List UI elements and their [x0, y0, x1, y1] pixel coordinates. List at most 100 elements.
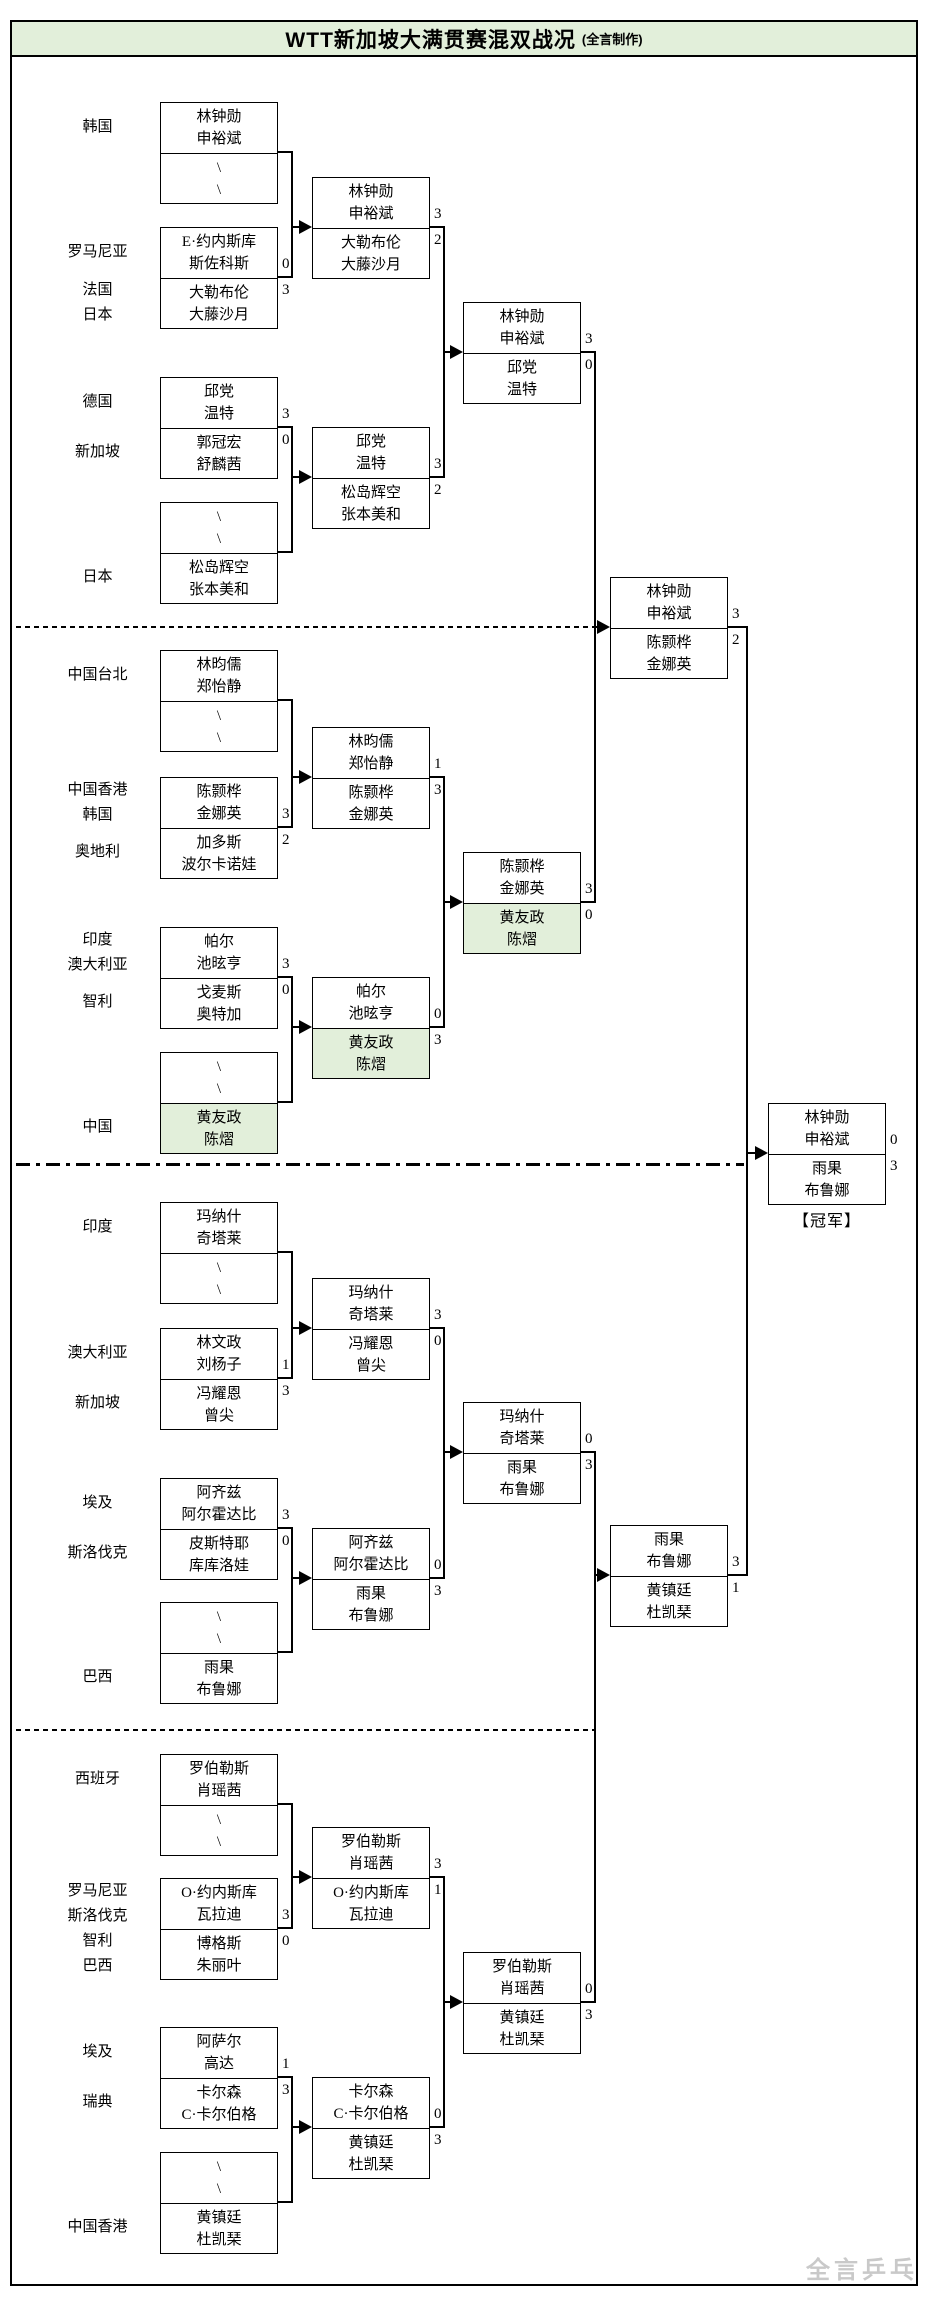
connector-arrow — [597, 620, 610, 634]
country-label-line: 智利 — [82, 1933, 113, 1949]
team-name-line: 杜凯琹 — [499, 2031, 545, 2048]
connector-line — [429, 1026, 444, 1028]
team-name-line: \ — [216, 2181, 222, 2197]
team-cell: 冯耀恩曾尖 — [161, 1379, 277, 1429]
score: 3 — [282, 1383, 290, 1399]
country-label: 埃及 — [25, 1491, 170, 1516]
connector-arrow — [299, 220, 312, 234]
score: 3 — [434, 206, 442, 222]
score: 3 — [282, 1507, 290, 1523]
team-name-line: 帕尔 — [203, 934, 234, 950]
team-name-line: 阿尔霍达比 — [181, 1507, 257, 1523]
team-cell: 林钟勋申裕斌 — [313, 178, 429, 228]
connector-arrow — [299, 1571, 312, 1585]
match-p14: O·约内斯库瓦拉迪博格斯朱丽叶 — [160, 1878, 278, 1980]
team-cell: 林钟勋申裕斌 — [769, 1104, 885, 1154]
team-cell: 林钟勋申裕斌 — [464, 303, 580, 353]
team-name-line: 郑怡静 — [348, 756, 394, 772]
team-name-line: 杜凯琹 — [196, 2231, 242, 2248]
connector-line — [277, 699, 292, 701]
connector-line — [277, 276, 292, 278]
team-name-line: 黄镇廷 — [196, 2209, 242, 2226]
watermark: 全言乒乓 — [806, 2257, 918, 2284]
team-name-line: 陈熠 — [506, 931, 537, 948]
score: 3 — [282, 956, 290, 972]
connector-line — [291, 976, 293, 1103]
connector-line — [594, 1574, 598, 1576]
connector-line — [291, 1327, 300, 1329]
team-name-line: 温特 — [506, 381, 537, 398]
connector-line — [746, 626, 748, 1576]
team-name-line: 温特 — [203, 406, 234, 422]
team-cell: 罗伯勒斯肖瑶茜 — [464, 1953, 580, 2003]
score: 0 — [585, 1431, 593, 1447]
country-label: 法国日本 — [25, 278, 170, 328]
match-r2m6: 阿齐兹阿尔霍达比雨果布鲁娜 — [312, 1528, 430, 1630]
match-p16: \\黄镇廷杜凯琹 — [160, 2152, 278, 2254]
connector-line — [291, 1803, 293, 1929]
team-cell: 陈颢桦金娜英 — [161, 778, 277, 828]
score: 3 — [282, 282, 290, 298]
team-name-line: \ — [216, 729, 222, 746]
team-name-line: 邱党 — [355, 434, 386, 450]
country-label: 巴西 — [25, 1665, 170, 1690]
country-label-line: 澳大利亚 — [67, 1345, 128, 1361]
team-name-line: 布鲁娜 — [196, 1681, 242, 1698]
connector-arrow — [450, 1445, 463, 1459]
country-label-line: 罗马尼亚 — [67, 244, 128, 260]
title-bar: WTT新加坡大满贯赛混双战况 (全言制作) — [10, 20, 918, 57]
score: 3 — [282, 2082, 290, 2098]
country-label: 德国 — [25, 390, 170, 415]
connector-line — [443, 901, 451, 903]
team-name-line: 黄友政 — [196, 1109, 242, 1126]
country-label-line: 法国 — [82, 282, 113, 298]
team-cell: 黄镇廷杜凯琹 — [611, 1576, 727, 1626]
connector-arrow — [299, 1020, 312, 1034]
country-label-line: 日本 — [82, 569, 113, 585]
team-cell: 陈颢桦金娜英 — [611, 628, 727, 678]
team-cell: 雨果布鲁娜 — [464, 1453, 580, 1503]
team-name-line: 帕尔 — [355, 984, 386, 1000]
title-credit: (全言制作) — [581, 32, 643, 47]
team-name-line: 奥特加 — [196, 1006, 242, 1023]
connector-line — [443, 1327, 445, 1579]
team-name-line: 斯佐科斯 — [188, 256, 249, 272]
country-label-line: 中国香港 — [67, 2219, 128, 2235]
team-name-line: 曾尖 — [203, 1407, 234, 1424]
team-name-line: 杜凯琹 — [348, 2156, 394, 2173]
match-p12: \\雨果布鲁娜 — [160, 1602, 278, 1704]
team-name-line: 雨果 — [203, 1659, 234, 1676]
score: 3 — [282, 406, 290, 422]
country-label-line: 罗马尼亚 — [67, 1883, 128, 1899]
score: 3 — [434, 782, 442, 798]
connector-arrow — [299, 1321, 312, 1335]
connector-line — [277, 976, 292, 978]
score: 0 — [434, 1557, 442, 1573]
country-label: 中国香港韩国 — [25, 778, 170, 828]
match-r2m5: 玛纳什奇塔莱冯耀恩曾尖 — [312, 1278, 430, 1380]
score: 3 — [890, 1158, 898, 1174]
team-cell: 林昀儒郑怡静 — [313, 728, 429, 778]
team-name-line: 陈熠 — [203, 1131, 234, 1148]
team-name-line: 库库洛娃 — [188, 1557, 249, 1574]
team-name-line: 林文政 — [196, 1335, 242, 1351]
connector-arrow — [299, 470, 312, 484]
team-name-line: 布鲁娜 — [804, 1182, 850, 1199]
team-cell: 雨果布鲁娜 — [769, 1154, 885, 1204]
team-cell: 雨果布鲁娜 — [161, 1653, 277, 1703]
team-name-line: 黄友政 — [348, 1034, 394, 1051]
team-name-line: 金娜英 — [196, 806, 242, 822]
bye-cell: \\ — [161, 1805, 277, 1855]
country-label: 智利巴西 — [25, 1929, 170, 1979]
team-name-line: 戈麦斯 — [196, 984, 242, 1001]
match-p10: 林文政刘杨子冯耀恩曾尖 — [160, 1328, 278, 1430]
connector-arrow — [755, 1146, 768, 1160]
score: 0 — [434, 2106, 442, 2122]
match-p1: 林钟勋申裕斌\\ — [160, 102, 278, 204]
match-r2m2: 邱党温特松岛辉空张本美和 — [312, 427, 430, 529]
team-cell: 玛纳什奇塔莱 — [313, 1279, 429, 1329]
bye-cell: \\ — [161, 1603, 277, 1653]
score: 0 — [434, 1333, 442, 1349]
connector-arrow — [299, 1870, 312, 1884]
